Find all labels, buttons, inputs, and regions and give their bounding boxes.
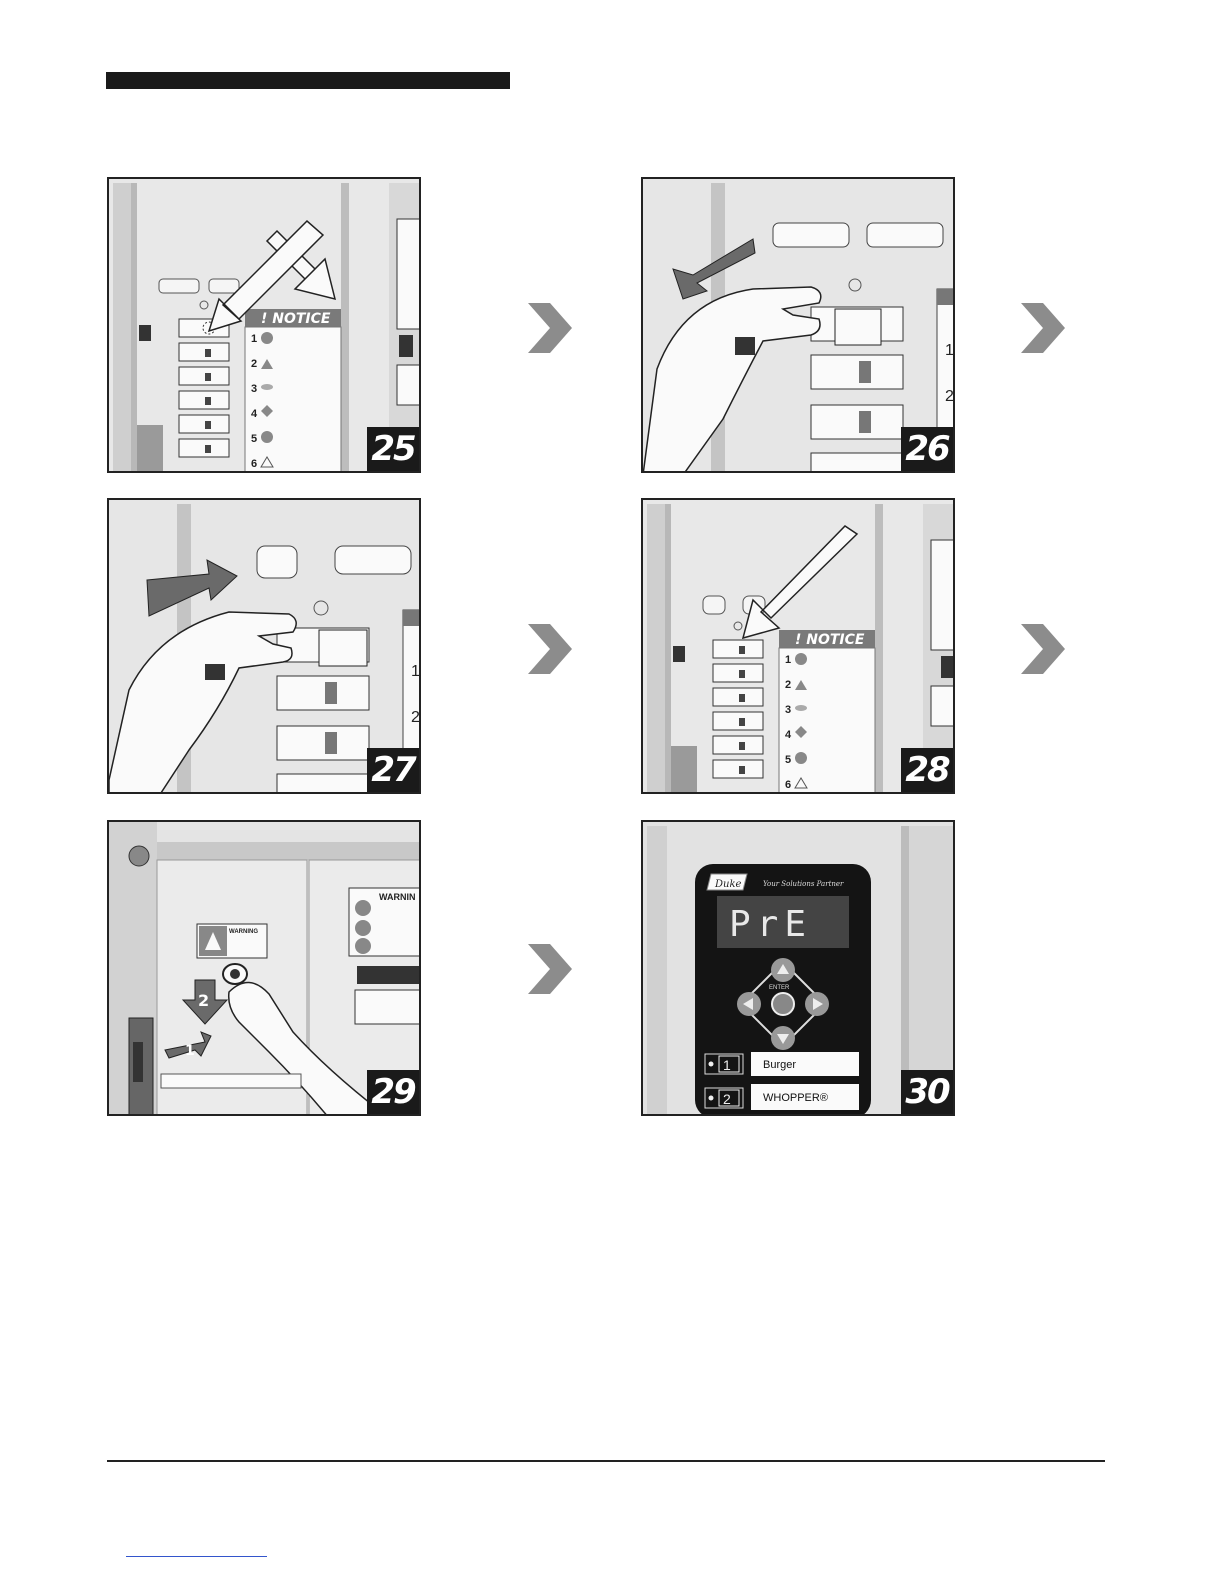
preset-key: 1 bbox=[723, 1057, 731, 1073]
footer-link-underline[interactable] bbox=[126, 1556, 267, 1557]
step-number-badge: 29 bbox=[367, 1070, 419, 1114]
enter-label: ENTER bbox=[769, 985, 790, 991]
chevron-right-icon bbox=[1019, 622, 1067, 676]
step-28-illustration: ! NOTICE 1 2 3 4 5 6 28 bbox=[641, 498, 955, 794]
chevron-right-icon bbox=[526, 942, 574, 996]
step-number-badge: 30 bbox=[901, 1070, 953, 1114]
list-item: 6 bbox=[251, 458, 257, 470]
duke-logo: Duke bbox=[707, 874, 747, 890]
section-header-bar bbox=[106, 72, 510, 89]
preset-label: WHOPPER® bbox=[763, 1092, 828, 1104]
footer-rule bbox=[107, 1460, 1105, 1462]
list-item: 1 bbox=[411, 663, 420, 680]
step-29-illustration: WARNING WARNIN 2 1 29 bbox=[107, 820, 421, 1116]
down-arrow-button[interactable] bbox=[771, 1026, 795, 1050]
up-arrow-button[interactable] bbox=[771, 958, 795, 982]
list-item: 6 bbox=[785, 779, 791, 791]
arrow-step-1: 1 bbox=[185, 1043, 195, 1059]
preset-label: Burger bbox=[763, 1059, 796, 1071]
display-readout: PrE bbox=[729, 904, 812, 945]
warning-label: WARNING bbox=[229, 929, 258, 935]
step-30-illustration: Duke Your Solutions Partner PrE ENTER 1 … bbox=[641, 820, 955, 1116]
step-number-badge: 28 bbox=[901, 748, 953, 792]
list-item: 1 bbox=[945, 342, 954, 359]
warning-label: WARNIN bbox=[379, 892, 416, 902]
notice-label: ! NOTICE bbox=[261, 311, 331, 327]
right-arrow-button[interactable] bbox=[805, 992, 829, 1016]
step-number-badge: 27 bbox=[367, 748, 419, 792]
list-item: 3 bbox=[785, 704, 791, 716]
step-27-illustration: 1 2 27 bbox=[107, 498, 421, 794]
arrow-step-2: 2 bbox=[198, 991, 209, 1010]
list-item: 4 bbox=[785, 729, 792, 741]
notice-label: ! NOTICE bbox=[795, 632, 865, 648]
preset-button-1[interactable]: 1 Burger bbox=[705, 1052, 859, 1076]
list-item: 1 bbox=[785, 654, 791, 666]
enter-button[interactable] bbox=[772, 993, 794, 1015]
step-26-illustration: 1 2 26 bbox=[641, 177, 955, 473]
list-item: 3 bbox=[251, 383, 257, 395]
step-25-illustration: ! NOTICE 1 2 3 4 5 6 25 bbox=[107, 177, 421, 473]
preset-key: 2 bbox=[723, 1091, 731, 1107]
list-item: 2 bbox=[411, 709, 420, 726]
tagline: Your Solutions Partner bbox=[763, 880, 844, 888]
left-arrow-button[interactable] bbox=[737, 992, 761, 1016]
svg-text:Duke: Duke bbox=[714, 879, 742, 890]
step-number-badge: 25 bbox=[367, 427, 419, 471]
chevron-right-icon bbox=[1019, 301, 1067, 355]
preset-button-2[interactable]: 2 WHOPPER® bbox=[705, 1084, 859, 1110]
chevron-right-icon bbox=[526, 301, 574, 355]
chevron-right-icon bbox=[526, 622, 574, 676]
list-item: 4 bbox=[251, 408, 258, 420]
list-item: 5 bbox=[785, 754, 791, 766]
list-item: 5 bbox=[251, 433, 257, 445]
list-item: 2 bbox=[945, 388, 954, 405]
list-item: 2 bbox=[251, 358, 257, 370]
list-item: 2 bbox=[785, 679, 791, 691]
list-item: 1 bbox=[251, 333, 257, 345]
step-number-badge: 26 bbox=[901, 427, 953, 471]
